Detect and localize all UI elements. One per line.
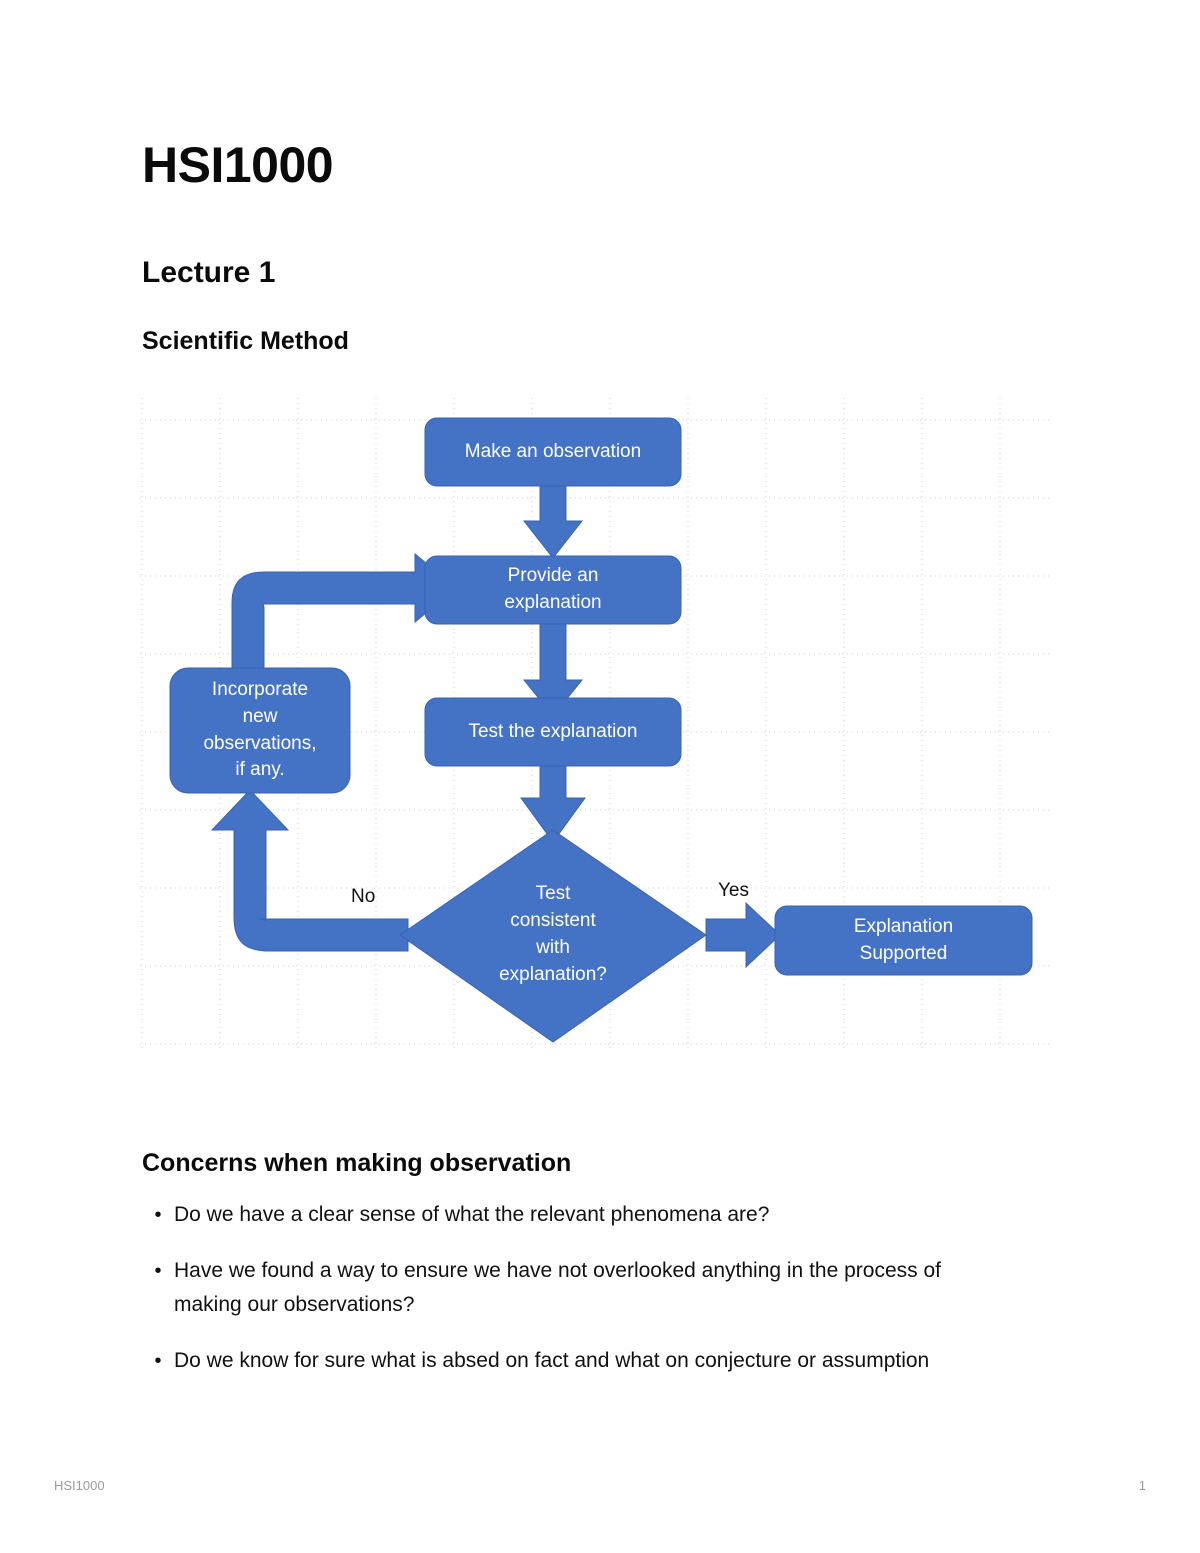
bullet-dot-icon: • xyxy=(154,1204,162,1226)
flow-edge-label-no: No xyxy=(351,886,376,907)
bullet-dot-icon: • xyxy=(154,1260,162,1282)
list-item: • Do we have a clear sense of what the r… xyxy=(142,1198,1002,1232)
flowchart-canvas xyxy=(140,398,1052,1050)
flow-edge-label-yes: Yes xyxy=(718,880,749,901)
list-item-text: Have we found a way to ensure we have no… xyxy=(174,1259,941,1316)
footer-left-text: HSI1000 xyxy=(54,1478,105,1493)
arrow-test-to-decision xyxy=(520,765,586,843)
bullet-dot-icon: • xyxy=(154,1350,162,1372)
footer-page-number: 1 xyxy=(1138,1478,1146,1493)
flow-node-decision[interactable] xyxy=(399,829,707,1043)
flow-node-supported[interactable] xyxy=(774,905,1033,976)
concerns-bullet-list: • Do we have a clear sense of what the r… xyxy=(142,1198,1002,1400)
flow-node-explain[interactable] xyxy=(424,555,682,625)
list-item-text: Do we have a clear sense of what the rel… xyxy=(174,1203,770,1226)
flow-node-observe[interactable] xyxy=(424,417,682,487)
flow-node-test[interactable] xyxy=(424,697,682,767)
arrow-observe-to-explain xyxy=(522,482,584,559)
page-footer: HSI1000 1 xyxy=(54,1478,1146,1493)
list-item: • Have we found a way to ensure we have … xyxy=(142,1254,1002,1322)
list-item: • Do we know for sure what is absed on f… xyxy=(142,1344,1002,1378)
heading-concerns: Concerns when making observation xyxy=(142,1149,572,1177)
flow-node-incorporate[interactable] xyxy=(169,667,351,794)
heading-lecture: Lecture 1 xyxy=(142,256,276,289)
list-item-text: Do we know for sure what is absed on fac… xyxy=(174,1349,930,1372)
scientific-method-flowchart: Make an observation Provide an explanati… xyxy=(140,398,1052,1053)
page-title: HSI1000 xyxy=(142,137,334,193)
arrow-decision-to-supported xyxy=(705,901,781,969)
heading-scientific-method: Scientific Method xyxy=(142,327,349,355)
